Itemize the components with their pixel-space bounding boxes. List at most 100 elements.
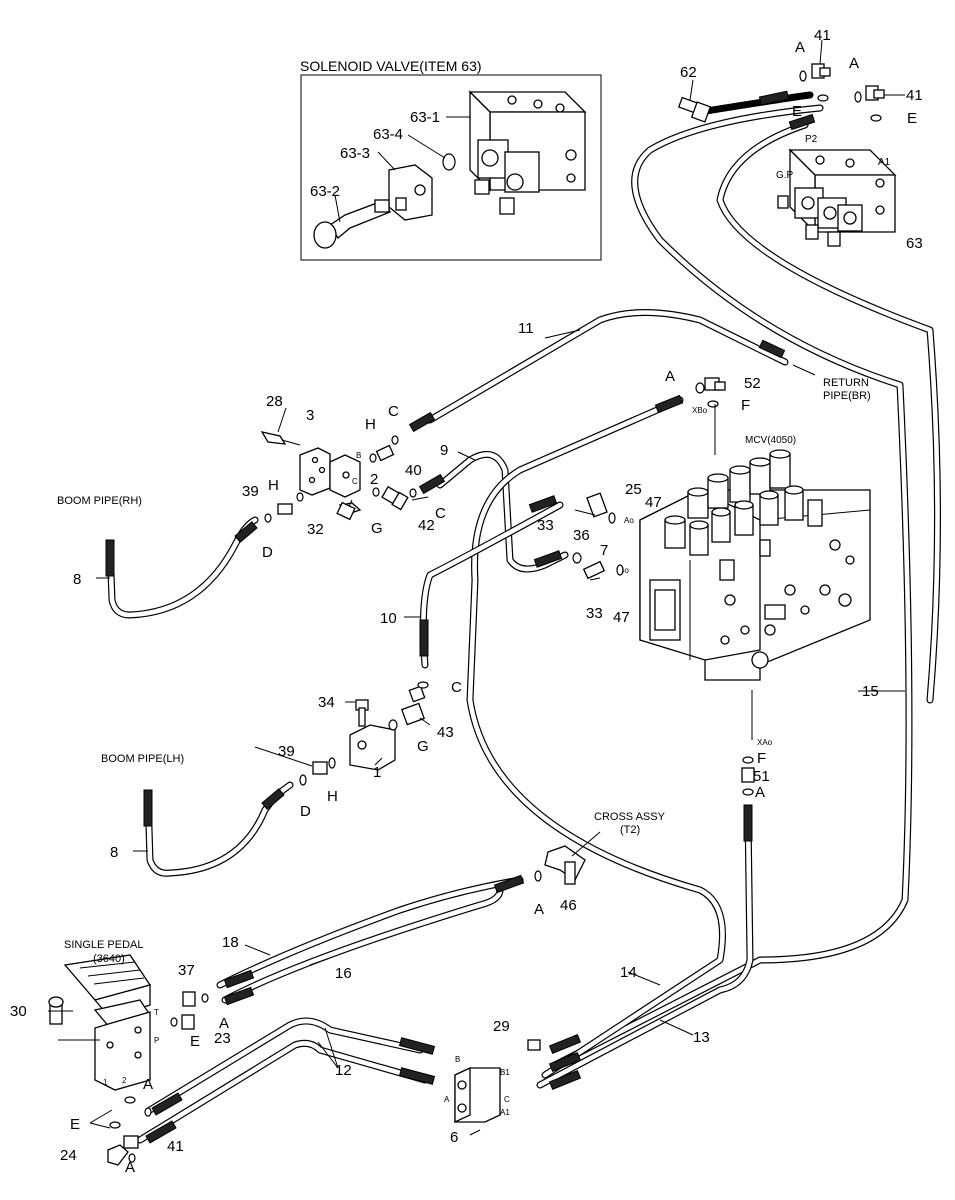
letter-h-1: H [365,416,376,433]
letter-d-1: D [262,544,273,561]
label-36: 36 [573,527,590,544]
label-15: 15 [862,683,879,700]
label-25: 25 [625,481,642,498]
caption-boom-rh: BOOM PIPE(RH) [57,495,142,507]
solenoid-coil-nut [388,164,433,221]
solenoid-plunger [313,199,391,249]
port-a1: A1 [878,157,891,168]
label-62: 62 [680,64,697,81]
port-t: T [154,1008,159,1017]
letter-e-2: E [907,110,917,127]
caption-cross-2: (T2) [620,824,640,836]
label-33-top: 33 [537,517,554,534]
part-labels: 62 41 41 63 11 52 28 3 40 2 9 25 47 33 3… [10,27,923,1164]
label-33-bottom: 33 [586,605,603,622]
port-p2: P2 [805,134,818,145]
letter-a-5: A [534,901,544,918]
letter-a-6: A [219,1015,229,1032]
label-40: 40 [405,462,422,479]
port-ao: Ao [624,516,634,525]
cross-block-6: B A B1 C A1 [444,1039,541,1136]
letter-c-2: C [435,505,446,522]
letter-e-1: E [792,103,802,120]
label-24: 24 [60,1147,77,1164]
label-63: 63 [906,235,923,252]
label-3: 3 [306,407,314,424]
letter-a-3: A [665,368,675,385]
label-63-1: 63-1 [410,109,440,126]
solenoid-valve-block [468,90,587,215]
label-51: 51 [753,768,770,785]
label-8-bottom: 8 [110,844,118,861]
letter-e-3: E [190,1033,200,1050]
cross-assy-46 [534,831,601,885]
label-1: 1 [373,764,381,781]
letter-callouts: A A E E A F C H H C G D C G F A H D A A … [70,39,917,1176]
small-fittings [264,435,429,786]
pressure-switch-62 [677,79,712,123]
label-16: 16 [335,965,352,982]
solenoid-valve-inset: SOLENOID VALVE(ITEM 63) [300,58,602,261]
label-47-bottom: 47 [613,609,630,626]
letter-d-2: D [300,803,311,820]
letter-a-2: A [849,55,859,72]
label-30: 30 [10,1003,27,1020]
label-23: 23 [214,1030,231,1047]
label-18: 18 [222,934,239,951]
label-46: 46 [560,897,577,914]
label-43: 43 [437,724,454,741]
label-28: 28 [266,393,283,410]
port-b-block6: B [455,1055,460,1064]
mcv-fittings [572,377,753,740]
label-34: 34 [318,694,335,711]
mounting-block-3 [260,407,331,496]
port-c-block2: C [352,477,358,486]
label-41-right: 41 [906,87,923,104]
letter-c-3: C [451,679,462,696]
label-41-bottom: 41 [167,1138,184,1155]
letter-h-3: H [327,788,338,805]
caption-cross-1: CROSS ASSY [594,811,666,823]
caption-pedal-1: SINGLE PEDAL [64,939,143,951]
label-9: 9 [440,442,448,459]
label-12: 12 [335,1062,352,1079]
port-1: 1 [103,1078,108,1087]
label-63-3: 63-3 [340,145,370,162]
letter-f-2: F [757,750,766,767]
letter-a-4: A [755,784,765,801]
label-10: 10 [380,610,397,627]
leader-lines [48,329,905,1069]
port-c-block6: C [504,1095,510,1104]
letter-a-8: A [125,1159,135,1176]
captions: RETURN PIPE(BR) BOOM PIPE(RH) BOOM PIPE(… [57,377,871,965]
port-xbo: XBo [692,406,708,415]
letter-f-1: F [741,397,750,414]
label-39-top: 39 [242,483,259,500]
main-control-valve: MCV(4050) XBo Ao Bo XAo [619,406,871,747]
port-bo: Bo [619,566,629,575]
solenoid-valve-63: P2 A1 G.P [776,134,897,247]
elbow-fittings-41-top [799,39,905,122]
port-b1-block6: B1 [500,1068,510,1077]
inset-frame [300,74,602,261]
port-p: P [154,1036,159,1045]
label-63-4: 63-4 [373,126,403,143]
label-11: 11 [518,320,534,337]
port-gp: G.P [776,170,794,181]
caption-return-1: RETURN [823,377,869,389]
port-xao: XAo [757,738,773,747]
tee-block-1 [349,685,426,771]
fitting-51 [741,756,755,796]
label-42: 42 [418,517,435,534]
port-2: 2 [122,1076,127,1085]
port-a-block6: A [444,1095,450,1104]
port-a1-block6: A1 [500,1108,510,1117]
label-37: 37 [178,962,195,979]
label-7: 7 [600,542,608,559]
label-47-top: 47 [645,494,662,511]
label-39-bottom: 39 [278,743,295,760]
label-29: 29 [493,1018,510,1035]
label-63-2: 63-2 [310,183,340,200]
label-13: 13 [693,1029,710,1046]
